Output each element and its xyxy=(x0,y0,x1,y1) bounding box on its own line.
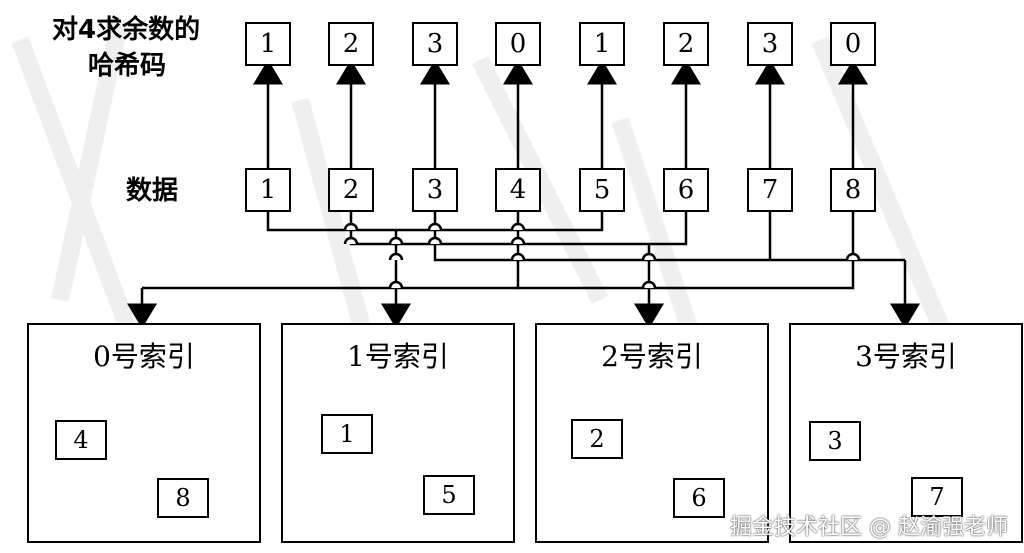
hash-code-label-line1: 对4求余数的 xyxy=(52,15,201,45)
watermark-text: 掘金技术社区 @ 赵渝强老师 xyxy=(730,515,1008,540)
wire-data-3 xyxy=(433,212,905,262)
index-item: 3 xyxy=(809,421,861,461)
data-box: 2 xyxy=(328,168,374,212)
hash-code-box: 0 xyxy=(495,22,541,66)
index-panel-0: 0号索引 4 8 xyxy=(27,323,261,543)
index-panel-2: 2号索引 2 6 xyxy=(535,323,769,543)
hash-code-box: 2 xyxy=(328,22,374,66)
index-panel-title: 0号索引 xyxy=(93,340,195,373)
hash-code-box: 1 xyxy=(245,22,291,66)
hash-code-box: 3 xyxy=(412,22,458,66)
index-panel-title: 3号索引 xyxy=(855,340,957,373)
data-box: 6 xyxy=(663,168,709,212)
data-box: 7 xyxy=(747,168,793,212)
data-box: 8 xyxy=(830,168,876,212)
index-item: 4 xyxy=(55,420,107,460)
wire-data-1 xyxy=(266,212,396,232)
index-item: 1 xyxy=(321,414,373,454)
index-panel-1: 1号索引 1 5 xyxy=(281,323,515,543)
hash-code-box: 3 xyxy=(747,22,793,66)
index-panel-title: 2号索引 xyxy=(601,340,703,373)
index-panel-3: 3号索引 3 7 xyxy=(789,323,1023,543)
index-item: 8 xyxy=(157,478,209,518)
data-box: 4 xyxy=(495,168,541,212)
data-box: 1 xyxy=(245,168,291,212)
data-label: 数据 xyxy=(126,176,179,206)
index-item: 5 xyxy=(423,475,475,515)
wire-data-4 xyxy=(142,212,520,290)
data-box: 3 xyxy=(412,168,458,212)
hash-code-box: 2 xyxy=(663,22,709,66)
hash-code-box: 0 xyxy=(830,22,876,66)
index-item: 6 xyxy=(673,478,725,518)
wire-data-5 xyxy=(396,212,604,232)
data-box: 5 xyxy=(579,168,625,212)
index-item: 7 xyxy=(911,477,963,517)
index-item: 2 xyxy=(571,419,623,459)
index-panel-title: 1号索引 xyxy=(347,340,449,373)
hash-code-label-line2: 哈希码 xyxy=(88,51,167,81)
hash-code-box: 1 xyxy=(579,22,625,66)
wire-data-8 xyxy=(518,212,855,290)
wire-data-6 xyxy=(649,212,688,246)
